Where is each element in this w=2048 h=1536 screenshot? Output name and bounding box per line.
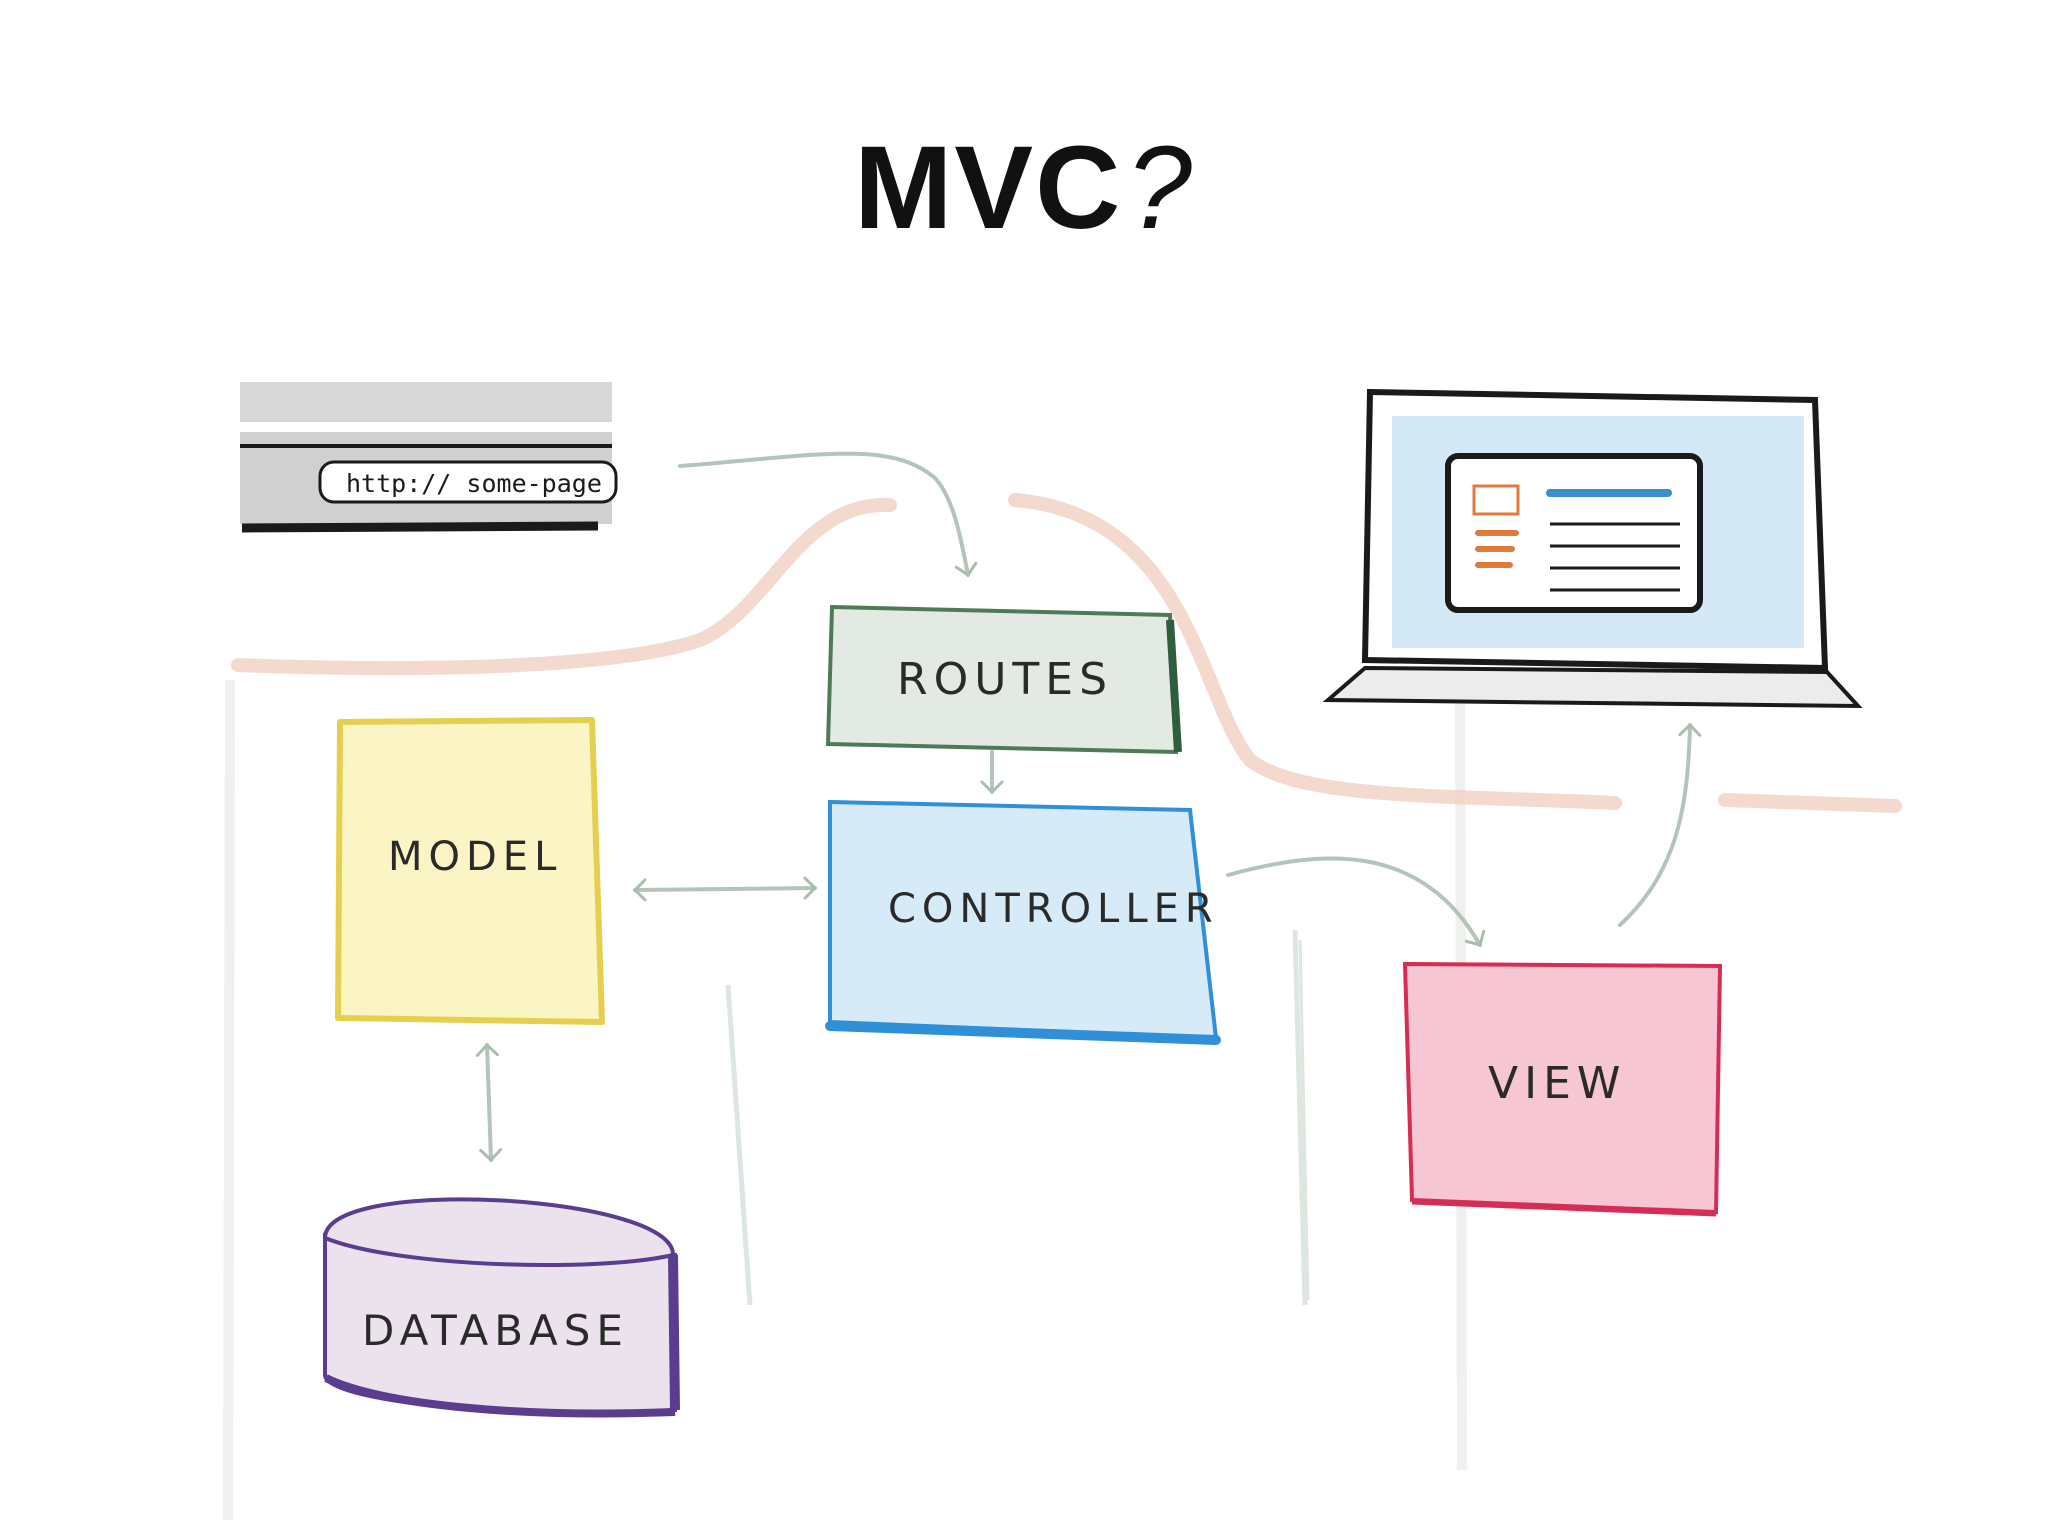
view-node: VIEW xyxy=(1402,961,1723,1217)
database-node: DATABASE xyxy=(322,1197,680,1418)
laptop-icon xyxy=(1322,388,1863,709)
model-node: MODEL xyxy=(335,717,605,1025)
faint-vertical-lines xyxy=(725,929,1310,1306)
model-label: MODEL xyxy=(388,834,562,880)
connectors xyxy=(475,451,1702,1163)
controller-to-view-arrow xyxy=(1226,856,1486,947)
url-field[interactable] xyxy=(318,460,618,504)
boundary-lines xyxy=(231,493,1902,813)
controller-label: CONTROLLER xyxy=(888,886,1219,932)
url-to-routes-arrow xyxy=(678,451,978,578)
database-label: DATABASE xyxy=(362,1306,629,1355)
model-database-arrow xyxy=(475,1042,503,1163)
controller-node: CONTROLLER xyxy=(825,799,1221,1045)
model-controller-arrow xyxy=(632,876,818,902)
page-title: MVC? xyxy=(0,120,2048,256)
view-label: VIEW xyxy=(1488,1058,1626,1109)
routes-node: ROUTES xyxy=(825,604,1182,755)
browser-url-bar: http:// some-page xyxy=(240,382,618,533)
view-to-laptop-arrow xyxy=(1618,722,1702,927)
url-text: http:// some-page xyxy=(346,469,602,498)
title-question-mark: ? xyxy=(1126,122,1194,254)
title-main: MVC xyxy=(854,122,1123,254)
routes-label: ROUTES xyxy=(897,654,1113,705)
